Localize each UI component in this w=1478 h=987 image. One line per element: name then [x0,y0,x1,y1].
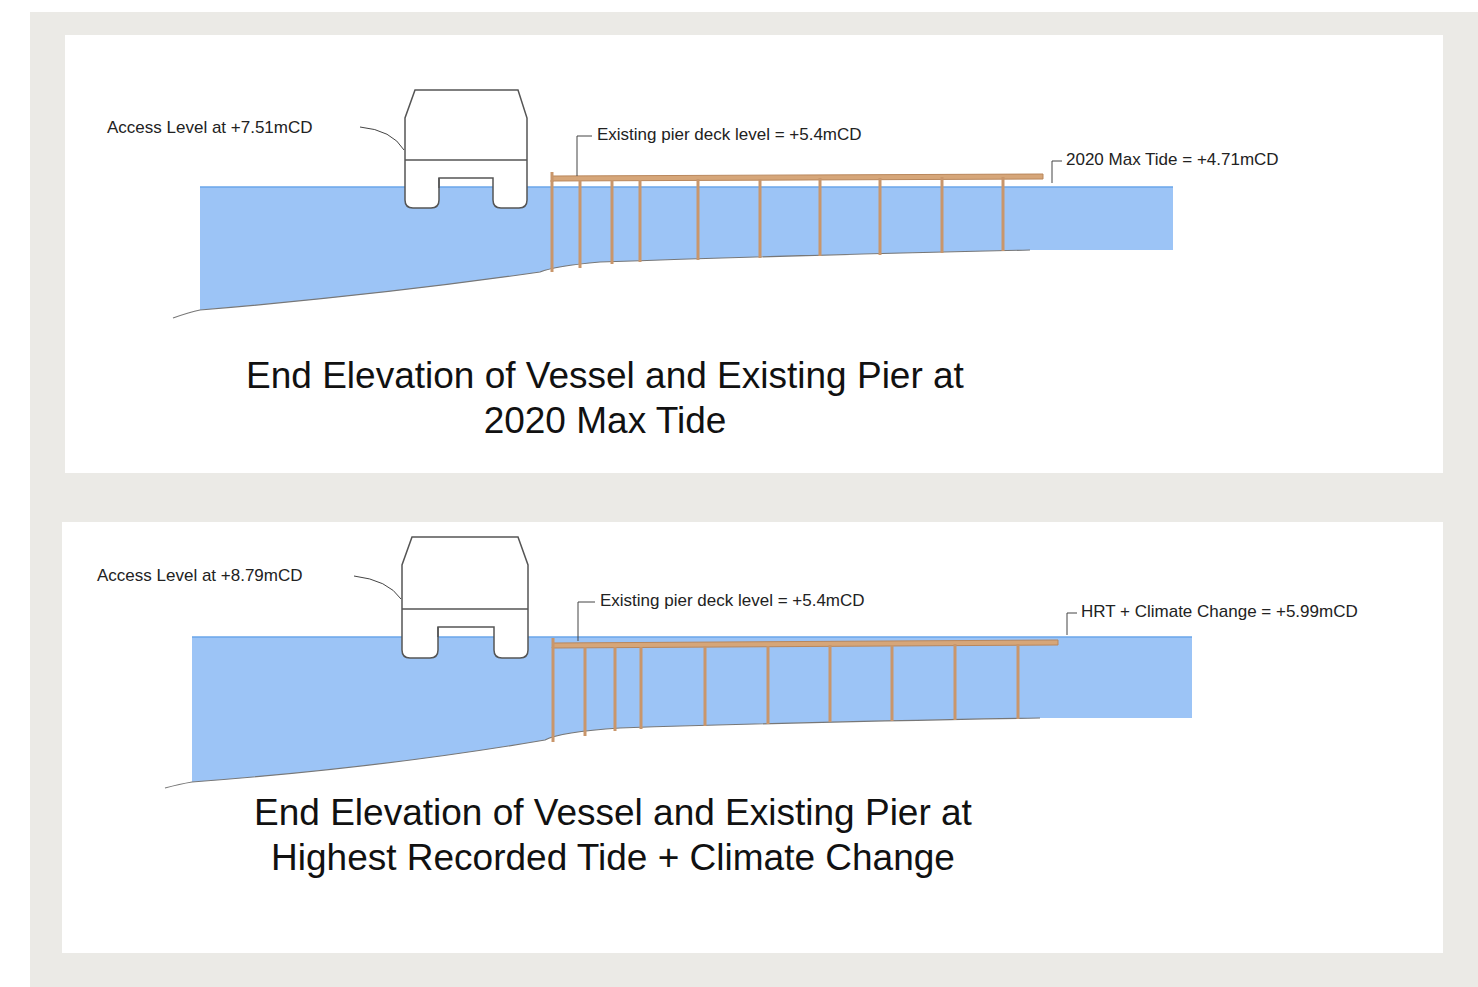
level-callout: Existing pier deck level = +5.4mCD [595,125,864,145]
drawing-caption: End Elevation of Vessel and Existing Pie… [245,353,965,443]
leader-line [354,576,1077,641]
pier [552,172,1043,272]
pier [553,638,1058,742]
panel [62,522,1443,953]
level-callout: Access Level at +7.51mCD [105,118,315,138]
level-callout: 2020 Max Tide = +4.71mCD [1064,150,1281,170]
water-section [165,637,1192,788]
vessel [405,90,527,208]
drawing-caption: End Elevation of Vessel and Existing Pie… [253,790,973,880]
drawing-panel: End Elevation of Vessel and Existing Pie… [65,35,1443,473]
panel [65,35,1443,473]
background [30,12,1478,987]
vessel [402,537,528,658]
level-callout: Access Level at +8.79mCD [95,566,305,586]
level-callout: Existing pier deck level = +5.4mCD [598,591,867,611]
water-section [173,187,1173,318]
level-callout: HRT + Climate Change = +5.99mCD [1079,602,1360,622]
drawing-panel: End Elevation of Vessel and Existing Pie… [62,522,1443,953]
